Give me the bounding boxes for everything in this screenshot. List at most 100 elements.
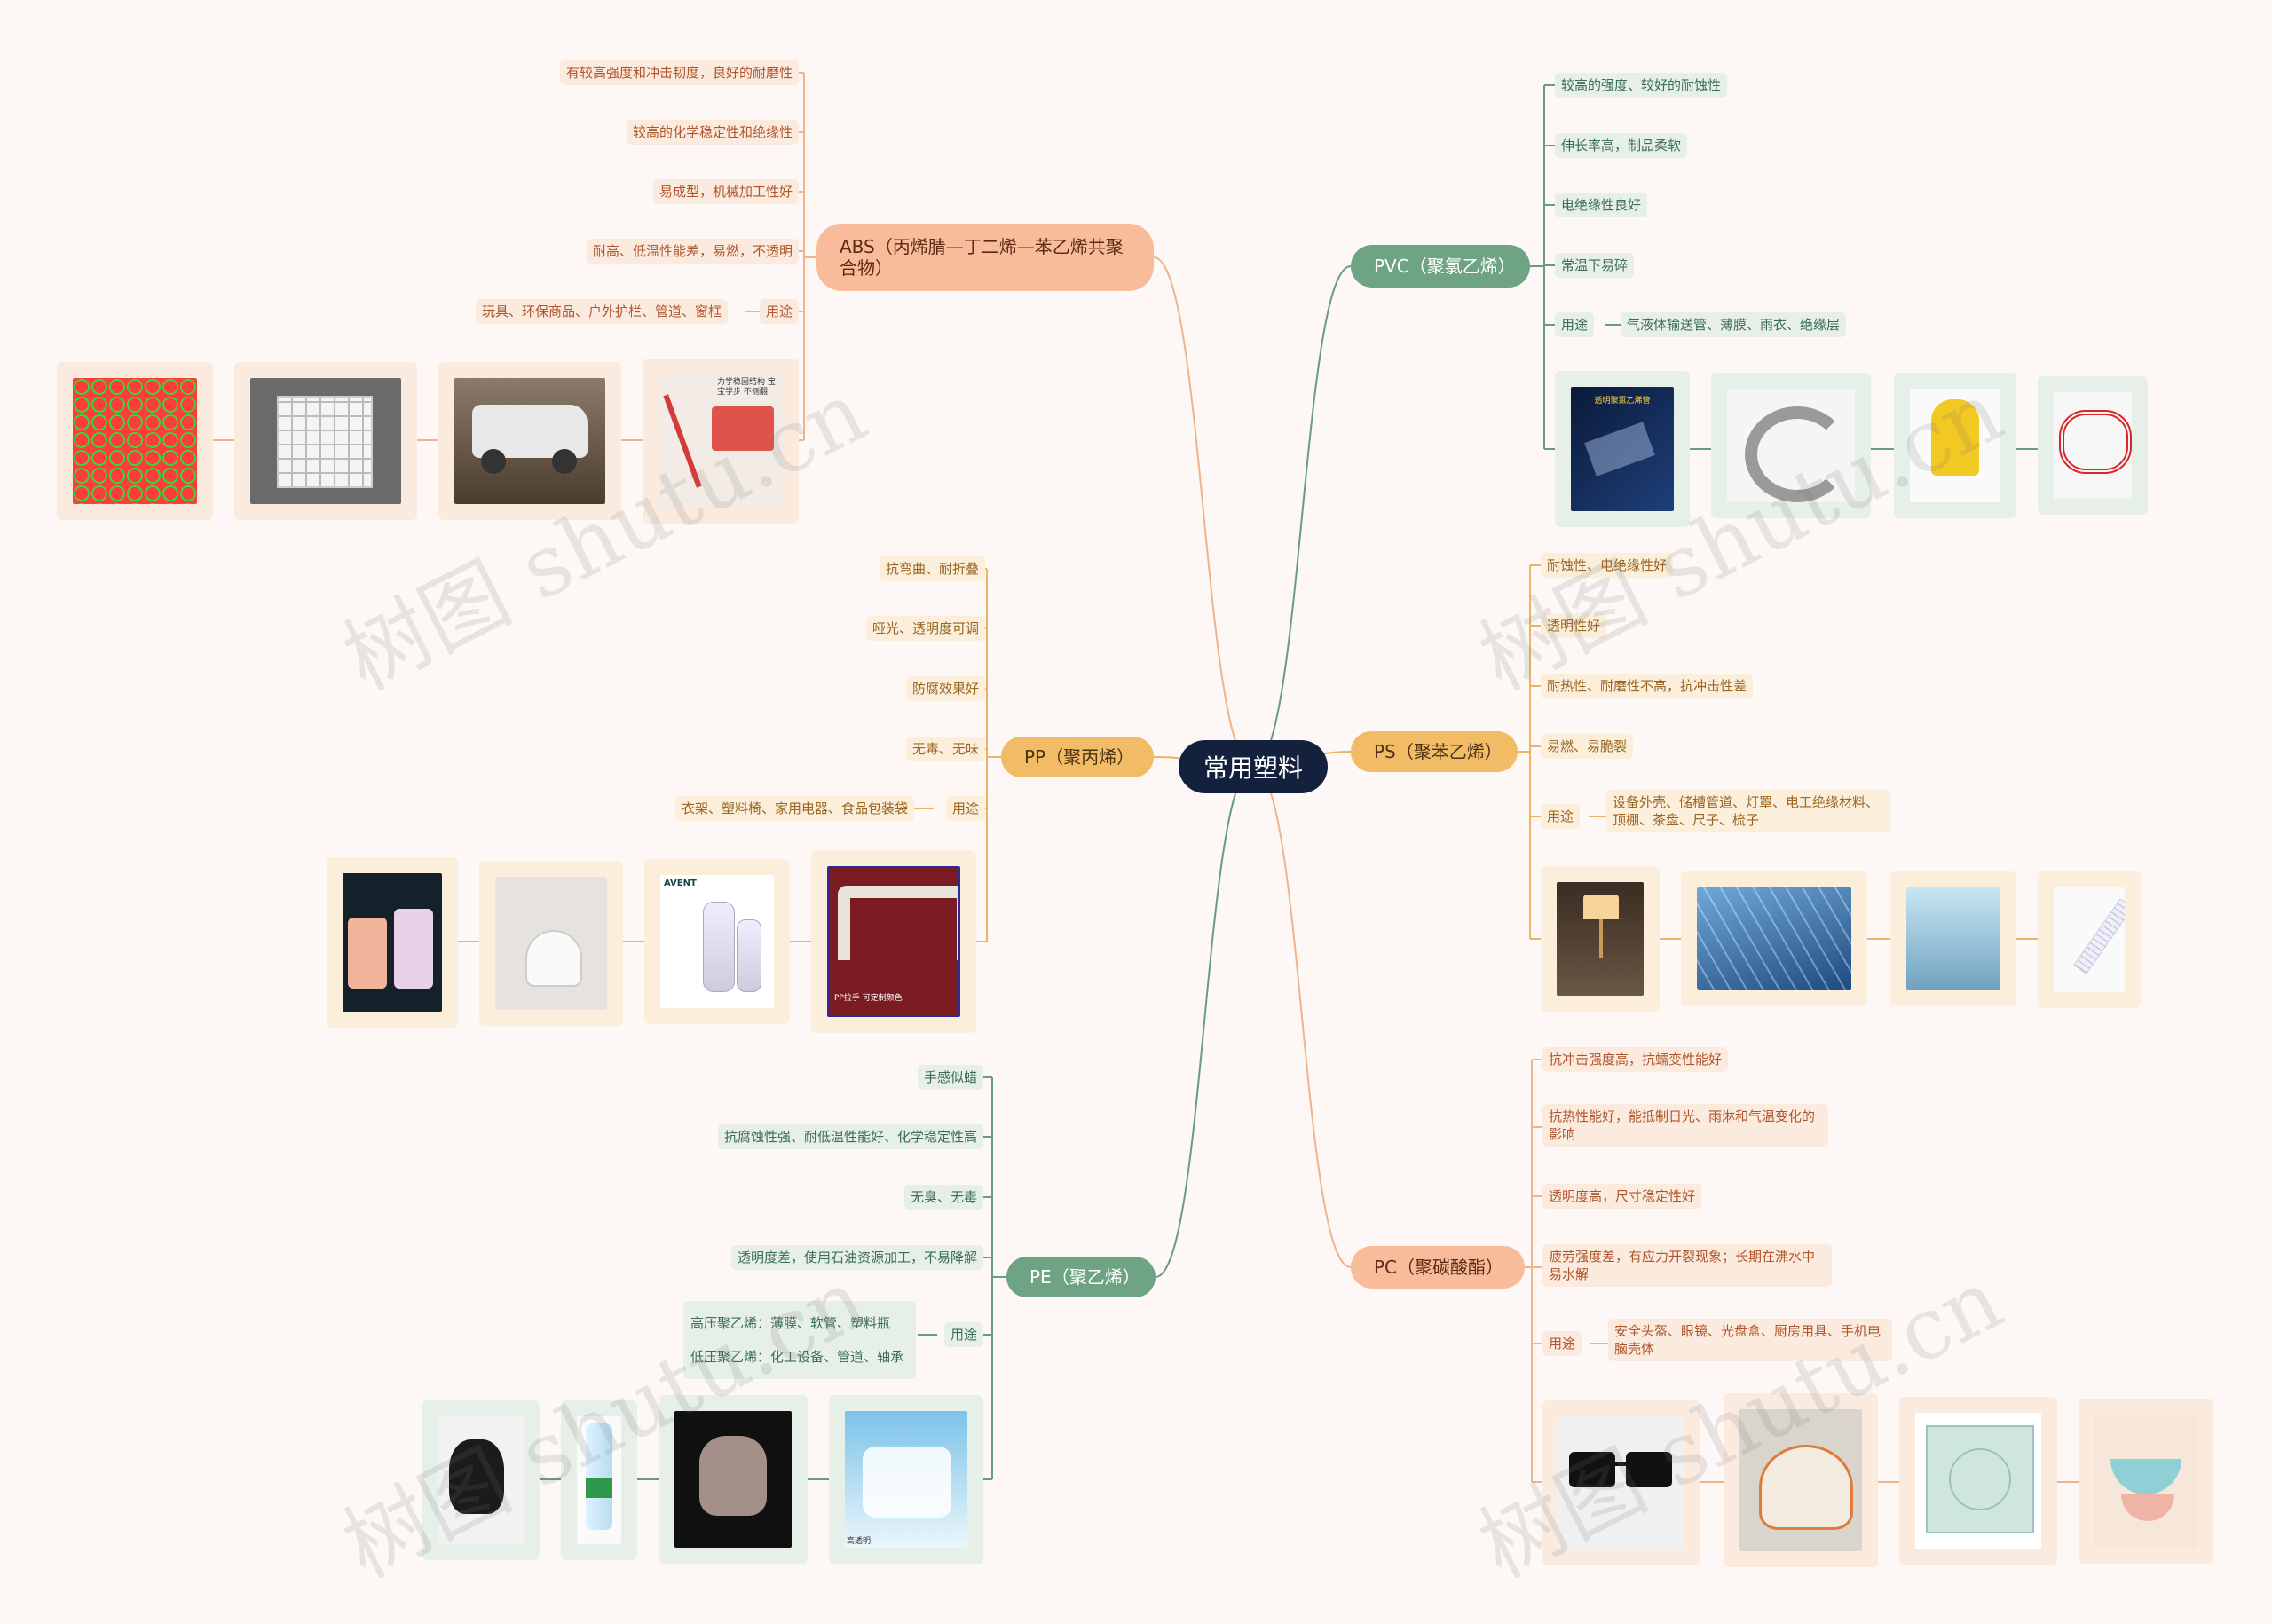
garbage-bag-icon [438,1416,524,1544]
pc-prop-2: 抗热性能好，能抵制日光、雨淋和气温变化的影响 [1542,1104,1828,1147]
pp-image-1[interactable] [327,857,458,1028]
pvc-image-1-caption: 透明聚氯乙烯管 [1594,397,1651,406]
ps-use-text: 设备外壳、储槽管道、灯罩、电工绝缘材料、顶棚、茶盘、尺子、梳子 [1606,790,1890,832]
pc-image-1[interactable] [1542,1400,1700,1565]
branch-ps[interactable]: PS（聚苯乙烯） [1351,731,1518,772]
pvc-image-4[interactable] [2038,376,2148,515]
pp-prop-1: 抗弯曲、耐折叠 [879,556,985,581]
abs-image-2[interactable] [234,362,417,520]
pe-image-2[interactable] [561,1400,637,1560]
pvc-use-text: 气液体输送管、薄膜、雨衣、绝缘层 [1621,312,1847,337]
branch-pe[interactable]: PE（聚乙烯） [1006,1257,1156,1297]
abs-prop-4: 耐高、低温性能差，易燃，不透明 [586,239,799,264]
pp-handle-icon: PP拉手 可定制颜色 [827,866,960,1017]
pp-prop-3: 防腐效果好 [905,676,985,701]
abs-image-1[interactable] [57,362,213,520]
ps-prop-3: 耐热性、耐磨性不高，抗冲击性差 [1541,674,1754,698]
link-root-pc [1252,766,1352,1268]
ps-image-3[interactable] [1890,871,2016,1006]
abs-image-3[interactable] [438,362,621,520]
baby-bottle-icon: AVENT [660,875,774,1008]
pvc-prop-1: 较高的强度、较好的耐蚀性 [1555,73,1728,98]
pvc-image-3[interactable] [1894,373,2016,518]
storage-cabinet-icon [1906,887,2000,990]
pp-use-label: 用途 [945,796,985,821]
cd-case-icon [1915,1413,2041,1549]
pe-image-4-caption: 高透明 [847,1537,872,1546]
branch-abs[interactable]: ABS（丙烯腈—丁二烯—苯乙烯共聚合物） [816,224,1154,291]
pvc-prop-2: 伸长率高，制品柔软 [1555,133,1688,158]
water-bottle-icon [577,1416,621,1544]
plastic-film-roll-icon: 高透明 [845,1411,967,1548]
pp-image-4[interactable]: PP拉手 可定制颜色 [811,850,976,1033]
plastic-gloves-icon [674,1411,792,1548]
glass-ceiling-icon [1697,887,1851,990]
pc-prop-3: 透明度高，尺寸稳定性好 [1542,1184,1702,1209]
pp-image-3[interactable]: AVENT [644,859,790,1024]
pvc-use-label: 用途 [1555,312,1595,337]
abs-prop-2: 较高的化学稳定性和绝缘性 [626,120,799,145]
pe-use-label: 用途 [943,1322,983,1347]
ps-image-2[interactable] [1681,871,1867,1006]
pe-image-4[interactable]: 高透明 [829,1395,983,1564]
pc-use-text: 安全头盔、眼镜、光盘盒、厨房用具、手机电脑壳体 [1608,1319,1892,1361]
pp-image-4-caption: PP拉手 可定制颜色 [834,994,903,1003]
colorful-bottle-caps-icon [73,378,197,504]
branch-pc[interactable]: PC（聚碳酸酯） [1351,1246,1525,1289]
abs-prop-3: 易成型，机械加工性好 [652,179,799,204]
pvc-image-2[interactable] [1711,373,1871,518]
pe-use-item-low: 低压聚乙烯：化工设备、管道、轴承 [690,1349,904,1365]
ps-image-1[interactable] [1541,866,1660,1012]
ps-image-4[interactable] [2038,871,2141,1008]
clear-pvc-sheet-icon: 透明聚氯乙烯管 [1571,387,1674,511]
link-root-abs [1153,256,1254,768]
pe-prop-2: 抗腐蚀性强、耐低温性能好、化学稳定性高 [717,1124,983,1149]
link-root-pe [1155,766,1254,1278]
table-lamp-icon [1557,882,1644,996]
pc-image-4[interactable] [2079,1399,2213,1564]
toy-cart-icon: 力学稳固结构 宝宝学步 不侧翻 [659,374,783,508]
raincoat-icon [1910,389,2000,502]
toy-car-icon [454,378,605,504]
pc-image-2[interactable] [1724,1393,1878,1567]
kitchen-colander-icon [2094,1415,2197,1548]
pe-use-item-high: 高压聚乙烯：薄膜、软管、塑料瓶 [690,1315,891,1331]
abs-prop-1: 有较高强度和冲击韧度，良好的耐磨性 [559,60,799,85]
pp-prop-4: 无毒、无味 [905,737,985,761]
abs-use-label: 用途 [759,299,799,324]
ruler-icon [2054,887,2125,992]
humidifier-icon [343,873,442,1012]
branch-pp[interactable]: PP（聚丙烯） [1001,737,1154,777]
safety-helmet-icon [1740,1409,1862,1551]
electric-pot-icon [495,877,607,1010]
pe-prop-1: 手感似蜡 [917,1065,983,1090]
pc-prop-1: 抗冲击强度高，抗蠕变性能好 [1542,1047,1729,1072]
pe-prop-4: 透明度差，使用石油资源加工，不易降解 [730,1245,983,1270]
pp-image-2[interactable] [479,861,623,1026]
branch-pvc[interactable]: PVC（聚氯乙烯） [1351,245,1530,288]
link-root-pvc [1252,265,1352,768]
sunglasses-icon [1558,1416,1684,1549]
abs-image-4[interactable]: 力学稳固结构 宝宝学步 不侧翻 [643,359,799,524]
ps-use-label: 用途 [1541,804,1581,829]
ps-prop-1: 耐蚀性、电绝缘性好 [1541,553,1674,578]
pc-use-label: 用途 [1542,1331,1582,1356]
pe-image-3[interactable] [659,1395,808,1564]
pp-prop-2: 哑光、透明度可调 [865,616,985,641]
ps-prop-4: 易燃、易脆裂 [1541,734,1634,759]
pe-use-items: 高压聚乙烯：薄膜、软管、塑料瓶 低压聚乙烯：化工设备、管道、轴承 [683,1301,916,1379]
pe-image-1[interactable] [422,1400,540,1560]
white-plastic-shelf-icon [250,378,401,504]
pc-prop-4: 疲劳强度差，有应力开裂现象；长期在沸水中易水解 [1542,1244,1832,1287]
root-node[interactable]: 常用塑料 [1179,740,1328,793]
pp-image-3-caption: AVENT [664,879,697,888]
ps-prop-2: 透明性好 [1541,613,1607,638]
abs-use-text: 玩具、环保商品、户外护栏、管道、窗框 [475,299,728,324]
red-tube-icon [2054,392,2132,499]
abs-image-4-caption: 力学稳固结构 宝宝学步 不侧翻 [717,378,776,397]
pvc-image-1[interactable]: 透明聚氯乙烯管 [1555,371,1690,527]
flexible-hose-icon [1727,389,1855,502]
pp-use-text: 衣架、塑料椅、家用电器、食品包装袋 [674,796,914,821]
pc-image-3[interactable] [1899,1397,2057,1565]
